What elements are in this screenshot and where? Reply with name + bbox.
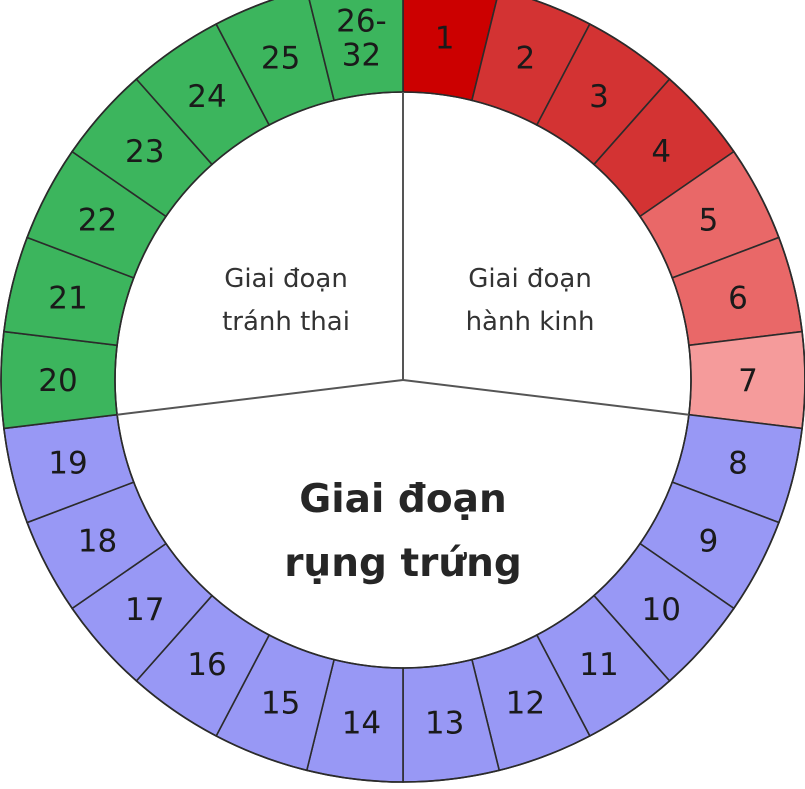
- phase-contraception-label: Giai đoạn tránh thai: [222, 264, 350, 337]
- day-label-3: 3: [589, 79, 609, 115]
- day-label-21: 21: [48, 280, 87, 316]
- phase-divider-2: [402, 379, 690, 416]
- day-label-25: 25: [261, 40, 300, 76]
- day-label-2: 2: [515, 40, 535, 76]
- day-label-16: 16: [187, 647, 226, 683]
- phase-ovulation-label: Giai đoạn rụng trứng: [284, 477, 522, 586]
- phase-divider-3: [116, 379, 404, 416]
- day-label-1: 1: [435, 21, 455, 57]
- day-label-6: 6: [728, 280, 748, 316]
- day-label-9: 9: [699, 523, 719, 559]
- day-label-10: 10: [642, 592, 681, 628]
- day-label-15: 15: [261, 686, 300, 722]
- day-label-26: 26-32: [336, 4, 387, 74]
- phase-menstrual-line1: Giai đoạn: [468, 264, 592, 294]
- phase-ovulation-line2: rụng trứng: [284, 541, 522, 586]
- day-label-22: 22: [78, 203, 117, 239]
- phase-contraception-line1: Giai đoạn: [224, 264, 348, 294]
- day-label-18: 18: [78, 523, 117, 559]
- day-label-20: 20: [38, 363, 77, 399]
- phase-ovulation-line1: Giai đoạn: [299, 477, 506, 522]
- phase-menstrual-line2: hành kinh: [466, 307, 595, 337]
- day-label-12: 12: [506, 686, 545, 722]
- day-label-13: 13: [425, 705, 464, 741]
- phase-menstrual-label: Giai đoạn hành kinh: [466, 264, 595, 337]
- day-label-4: 4: [651, 134, 671, 170]
- day-label-14: 14: [342, 705, 381, 741]
- day-label-23: 23: [125, 134, 164, 170]
- day-label-5: 5: [699, 203, 719, 239]
- day-label-8: 8: [728, 446, 748, 482]
- day-label-7: 7: [738, 363, 758, 399]
- phase-contraception-line2: tránh thai: [222, 307, 350, 337]
- day-label-17: 17: [125, 592, 164, 628]
- day-label-11: 11: [579, 647, 618, 683]
- day-label-19: 19: [48, 446, 87, 482]
- day-label-24: 24: [187, 79, 226, 115]
